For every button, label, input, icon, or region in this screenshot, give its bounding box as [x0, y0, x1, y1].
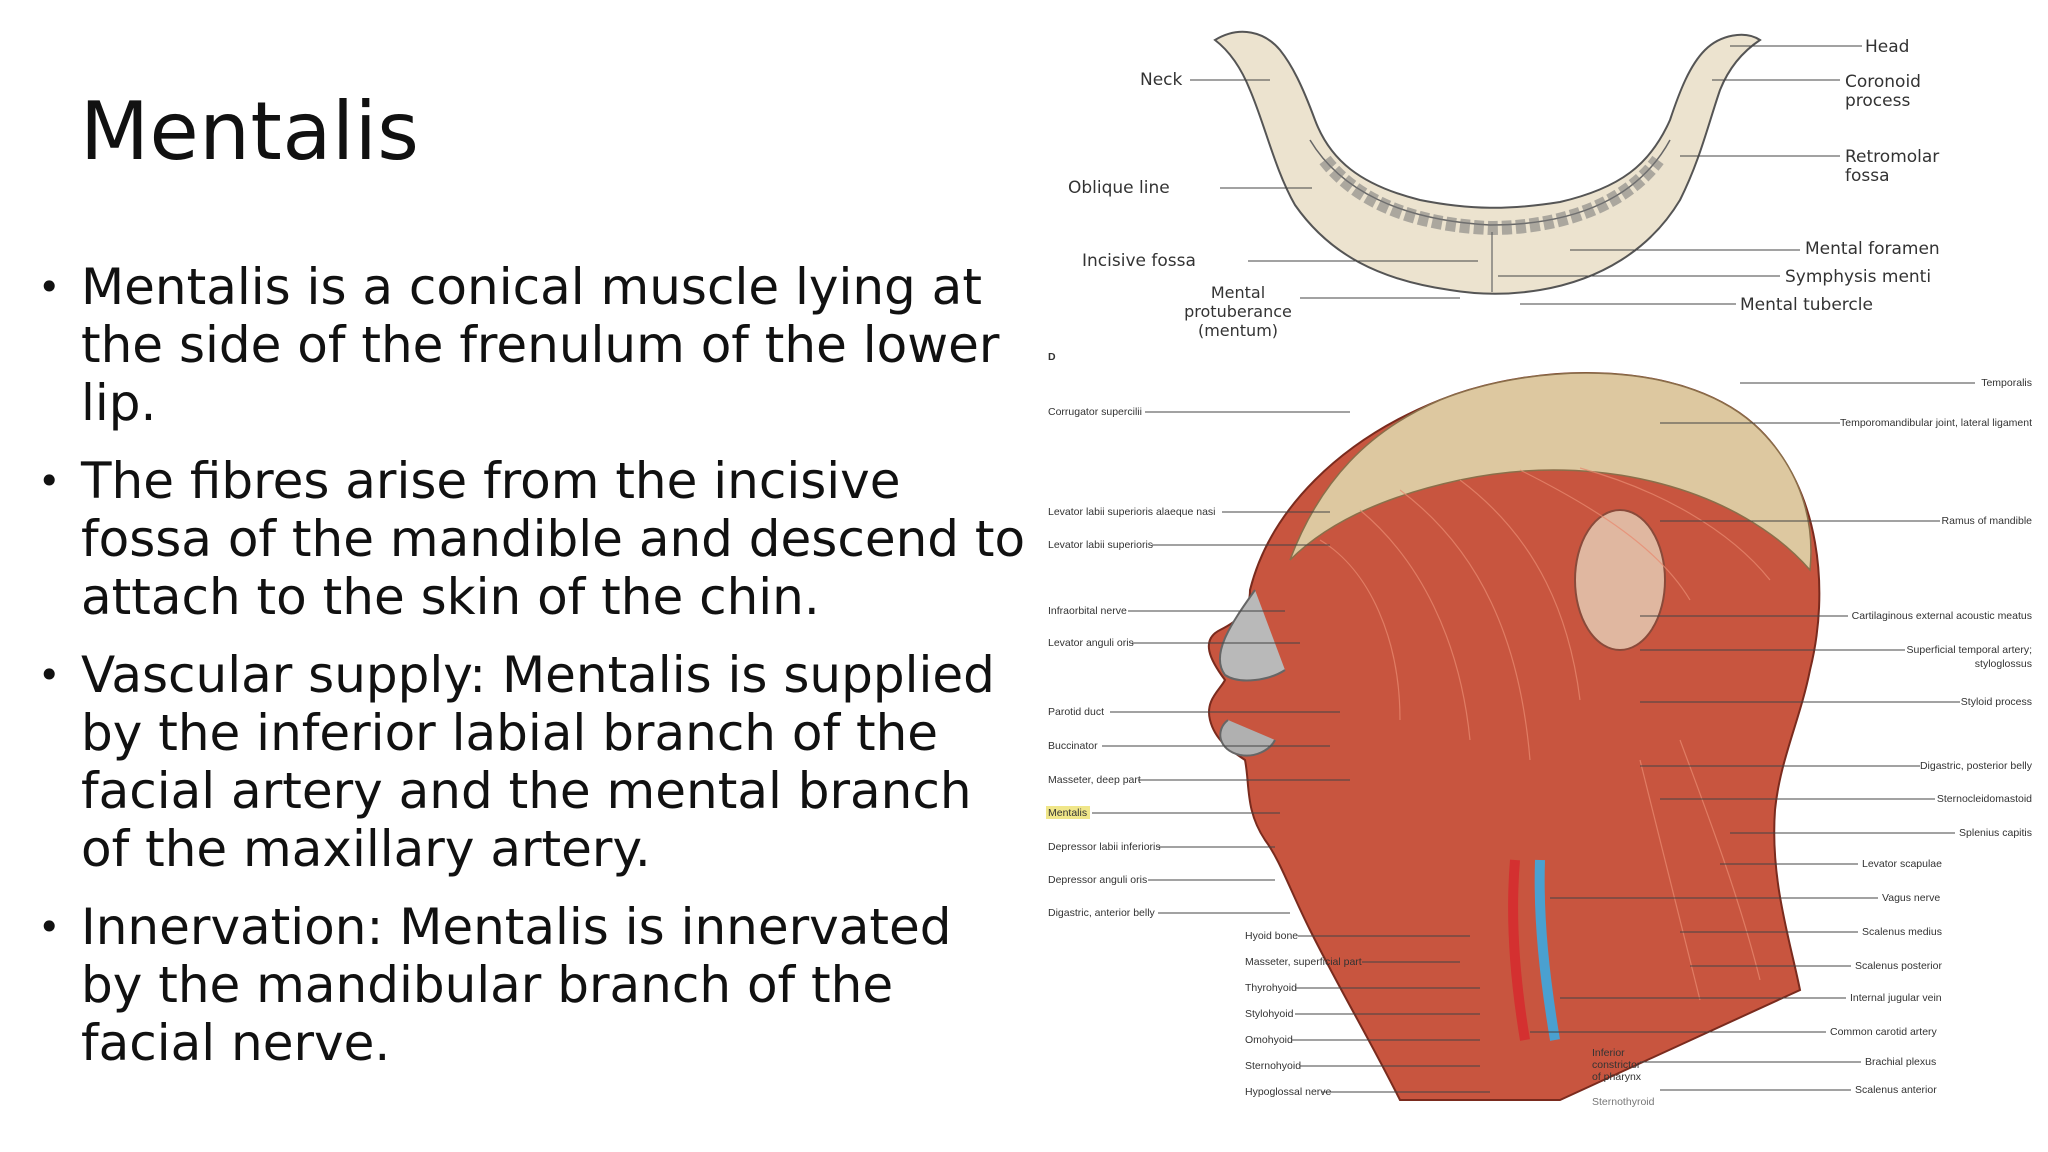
label-superficial-temporal: Superficial temporal artery;	[1907, 644, 2032, 656]
bullet-text: Innervation: Mentalis is innervated by t…	[81, 898, 952, 1072]
teeth-row	[1319, 155, 1664, 236]
label-stylohyoid: Stylohyoid	[1245, 1008, 1294, 1020]
panel-letter: D	[1048, 351, 1056, 363]
label-mental-foramen: Mental foramen	[1805, 239, 1940, 259]
label-digastric-anterior: Digastric, anterior belly	[1048, 907, 1156, 919]
label-brachial-plexus: Brachial plexus	[1865, 1056, 1936, 1068]
label-masseter-deep: Masseter, deep part	[1048, 774, 1141, 786]
bullet-list: • Mentalis is a conical muscle lying at t…	[38, 258, 1028, 1092]
lips-shape	[1219, 719, 1276, 757]
label-inferior-constrictor-2: constrictor	[1592, 1059, 1641, 1071]
label-sternohyoid: Sternohyoid	[1245, 1060, 1301, 1072]
label-styloglossus: styloglossus	[1975, 658, 2032, 670]
mentalis-highlight	[1046, 806, 1090, 819]
label-buccinator: Buccinator	[1048, 740, 1098, 752]
label-neck: Neck	[1140, 70, 1183, 90]
label-sternothyroid: Sternothyroid	[1592, 1096, 1655, 1108]
bullet-dot-icon: •	[38, 905, 61, 949]
label-styloid-process: Styloid process	[1961, 696, 2032, 708]
left-labels: Corrugator supercilii Levator labii supe…	[1046, 406, 1350, 919]
label-depressor-anguli: Depressor anguli oris	[1048, 874, 1147, 886]
carotid-artery	[1508, 859, 1530, 1041]
label-scalenus-medius: Scalenus medius	[1862, 926, 1942, 938]
label-infraorbital-nerve: Infraorbital nerve	[1048, 605, 1127, 617]
bullet-dot-icon: •	[38, 653, 61, 697]
label-levator-labii: Levator labii superioris	[1048, 539, 1153, 551]
slide-title: Mentalis	[80, 85, 420, 178]
bullet-item: • Mentalis is a conical muscle lying at t…	[38, 258, 1028, 432]
label-levator-scapulae: Levator scapulae	[1862, 858, 1942, 870]
label-omohyoid: Omohyoid	[1245, 1034, 1293, 1046]
label-oblique-line: Oblique line	[1068, 178, 1170, 198]
bullet-text: Vascular supply: Mentalis is supplied by…	[81, 646, 995, 878]
label-thyrohyoid: Thyrohyoid	[1245, 982, 1297, 994]
label-internal-jugular: Internal jugular vein	[1850, 992, 1942, 1004]
label-hypoglossal-nerve: Hypoglossal nerve	[1245, 1086, 1332, 1098]
label-splenius-capitis: Splenius capitis	[1959, 827, 2032, 839]
label-inferior-constrictor-3: of pharynx	[1592, 1071, 1642, 1083]
bullet-text: Mentalis is a conical muscle lying at th…	[81, 258, 1000, 432]
label-vagus-nerve: Vagus nerve	[1882, 892, 1940, 904]
nose-shape	[1218, 589, 1286, 682]
mandible-bone-shape	[1213, 30, 1762, 295]
label-mental-protuberance-2: protuberance	[1184, 302, 1292, 321]
label-levator-anguli: Levator anguli oris	[1048, 637, 1134, 649]
right-labels: Temporalis Temporomandibular joint, late…	[1530, 377, 2033, 1096]
label-digastric-posterior: Digastric, posterior belly	[1920, 760, 2033, 772]
label-scalenus-posterior: Scalenus posterior	[1855, 960, 1942, 972]
label-scalenus-anterior: Scalenus anterior	[1855, 1084, 1937, 1096]
bullet-text: The fibres arise from the incisive fossa…	[81, 452, 1026, 626]
label-sternocleidomastoid: Sternocleidomastoid	[1937, 793, 2032, 805]
cranium-shape	[1289, 372, 1812, 572]
label-coronoid-2: process	[1845, 91, 1910, 111]
label-incisive-fossa: Incisive fossa	[1082, 251, 1196, 271]
bullet-item: • Vascular supply: Mentalis is supplied b…	[38, 646, 1028, 878]
label-levator-labii-alaeque: Levator labii superioris alaeque nasi	[1048, 506, 1216, 518]
jugular-vein	[1534, 859, 1560, 1041]
label-mental-tubercle: Mental tubercle	[1740, 295, 1873, 315]
label-head: Head	[1865, 37, 1909, 57]
label-depressor-labii: Depressor labii inferioris	[1048, 841, 1161, 853]
label-corrugator: Corrugator supercilii	[1048, 406, 1142, 418]
label-mental-protuberance-3: (mentum)	[1198, 321, 1278, 340]
label-temporalis: Temporalis	[1981, 377, 2032, 389]
label-coronoid-1: Coronoid	[1845, 72, 1921, 92]
label-symphysis-menti: Symphysis menti	[1785, 267, 1931, 287]
bullet-dot-icon: •	[38, 459, 61, 503]
muscle-fibres	[1319, 467, 1771, 1001]
label-mentalis: Mentalis	[1048, 807, 1087, 819]
label-hyoid-bone: Hyoid bone	[1245, 930, 1298, 942]
label-masseter-superficial: Masseter, superficial part	[1245, 956, 1362, 968]
label-inferior-constrictor-1: Inferior	[1592, 1047, 1625, 1059]
bottom-labels: Hyoid bone Masseter, superficial part Th…	[1245, 930, 1655, 1108]
label-mental-protuberance-1: Mental	[1211, 283, 1265, 302]
bullet-item: • Innervation: Mentalis is innervated by …	[38, 898, 1028, 1072]
ear-shape	[1574, 509, 1666, 651]
label-retromolar-1: Retromolar	[1845, 147, 1939, 167]
mandible-figure: Head Head Coronoid process Neck Retromol…	[1068, 30, 1940, 340]
label-parotid-duct: Parotid duct	[1048, 706, 1104, 718]
label-acoustic-meatus: Cartilaginous external acoustic meatus	[1852, 610, 2032, 622]
label-retromolar-2: fossa	[1845, 166, 1890, 186]
label-ramus: Ramus of mandible	[1942, 515, 2033, 527]
bullet-dot-icon: •	[38, 265, 61, 309]
head-muscle-figure: D Corrugator supercilii Levator labii su…	[1046, 351, 2033, 1108]
label-tmj: Temporomandibular joint, lateral ligamen…	[1840, 417, 2032, 429]
bullet-item: • The fibres arise from the incisive foss…	[38, 452, 1028, 626]
label-common-carotid: Common carotid artery	[1830, 1026, 1938, 1038]
